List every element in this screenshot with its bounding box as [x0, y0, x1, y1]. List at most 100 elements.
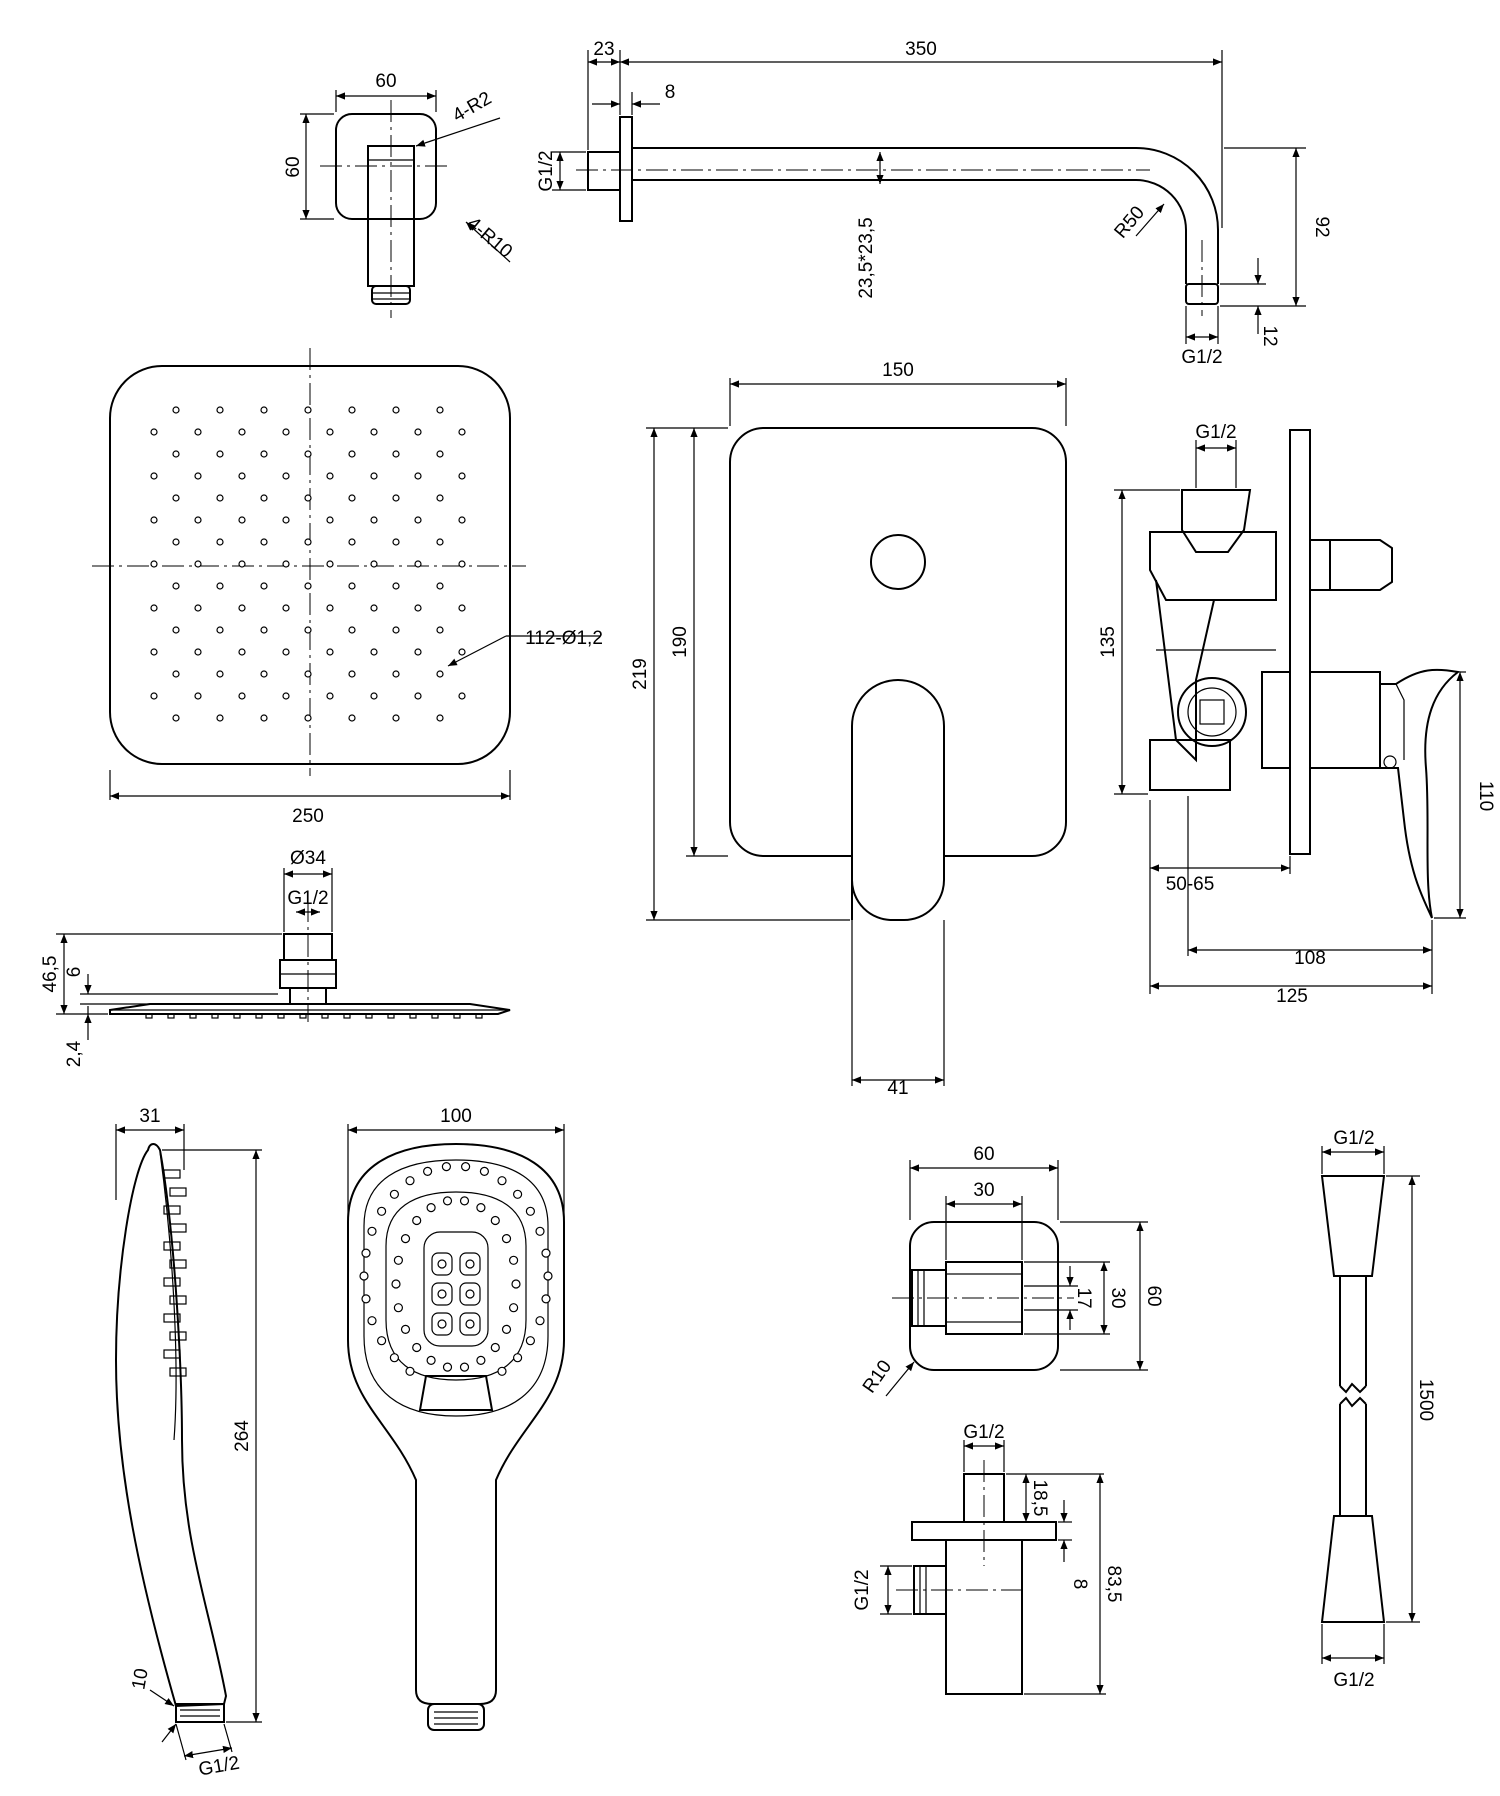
- hand-jet: [459, 1282, 481, 1306]
- dim-rain-head-nozzles: 112-Ø1,2: [525, 628, 603, 649]
- nozzle-dot: [458, 604, 466, 612]
- nozzle-dot: [304, 494, 312, 502]
- hand-jet: [431, 1282, 453, 1306]
- dim-hose-length: 1500: [1415, 1379, 1436, 1421]
- mixer-side-view: G1/2 135 110 50-65 108 125: [1098, 422, 1496, 1007]
- hand-nozzle-dot: [412, 1215, 422, 1226]
- hand-jet: [459, 1312, 481, 1336]
- hand-jet-dot: [437, 1259, 447, 1269]
- dim-arm-thread-left: G1/2: [536, 150, 557, 191]
- nozzle-dot: [326, 692, 334, 700]
- nozzle-dot: [392, 538, 400, 546]
- hand-side-nozzle: [169, 1331, 187, 1341]
- nozzle-dot: [370, 604, 378, 612]
- mixer-front-view: 150 190 219 41: [630, 360, 1067, 1099]
- nozzle-dot: [326, 604, 334, 612]
- side-nozzle: [277, 1013, 285, 1019]
- side-nozzle: [431, 1013, 439, 1019]
- rain-head-top-view: 250 112-Ø1,2: [92, 348, 603, 827]
- hand-nozzle-dot: [423, 1166, 433, 1177]
- nozzle-dot: [150, 648, 158, 656]
- side-nozzle: [387, 1013, 395, 1019]
- side-nozzle: [145, 1013, 153, 1019]
- nozzle-dot: [436, 450, 444, 458]
- nozzle-dot: [216, 450, 224, 458]
- nozzle-dot: [436, 494, 444, 502]
- hand-nozzle-dot: [525, 1336, 536, 1346]
- nozzle-dot: [172, 406, 180, 414]
- nozzle-dot: [260, 582, 268, 590]
- nozzle-dot: [414, 472, 422, 480]
- nozzle-dot: [282, 692, 290, 700]
- dim-outlet-side-flange: 8: [1069, 1579, 1090, 1590]
- hand-shower-side-view: 31 264 10 G1/2: [114, 1106, 262, 1781]
- hand-jet: [431, 1252, 453, 1276]
- side-nozzle: [409, 1013, 417, 1019]
- dim-arm-pipe: 23,5*23,5: [856, 217, 877, 298]
- dim-mixer-plate-height: 190: [670, 626, 691, 658]
- hand-nozzle-dot: [511, 1279, 521, 1289]
- nozzle-dot: [150, 472, 158, 480]
- nozzle-dot: [260, 538, 268, 546]
- nozzle-dot: [238, 472, 246, 480]
- nozzle-dot: [304, 406, 312, 414]
- nozzle-dot: [348, 538, 356, 546]
- hand-nozzle-dot: [389, 1189, 399, 1199]
- side-nozzle: [321, 1013, 329, 1019]
- nozzle-dot: [392, 582, 400, 590]
- nozzle-dot: [392, 714, 400, 722]
- nozzle-dot: [370, 472, 378, 480]
- nozzle-dot: [172, 714, 180, 722]
- nozzle-dot: [194, 428, 202, 436]
- hand-nozzle-dot: [400, 1233, 411, 1244]
- nozzle-dot: [414, 516, 422, 524]
- nozzle-dot: [304, 714, 312, 722]
- nozzle-dot: [348, 670, 356, 678]
- nozzle-dot: [370, 516, 378, 524]
- dim-arm-nozzle-len: 12: [1259, 325, 1280, 346]
- dim-hand-side-neck: 10: [128, 1667, 152, 1691]
- nozzle-dot: [370, 560, 378, 568]
- nozzle-dot: [392, 494, 400, 502]
- hand-nozzle-dot: [512, 1353, 523, 1363]
- nozzle-dot: [370, 648, 378, 656]
- hand-jet: [431, 1312, 453, 1336]
- nozzle-dot: [414, 692, 422, 700]
- nozzle-dot: [150, 604, 158, 612]
- hand-nozzle-dot: [459, 1362, 470, 1372]
- hand-shower-front-view: 100: [347, 1106, 565, 1731]
- nozzle-dot: [172, 494, 180, 502]
- hand-nozzle-dot: [476, 1202, 486, 1213]
- hand-side-nozzle: [163, 1349, 181, 1359]
- hand-jet: [459, 1252, 481, 1276]
- nozzle-dot: [216, 406, 224, 414]
- nozzle-dot: [392, 626, 400, 634]
- nozzle-dot: [282, 560, 290, 568]
- nozzle-dot: [282, 648, 290, 656]
- hand-side-nozzle: [163, 1313, 181, 1323]
- nozzle-dot: [326, 560, 334, 568]
- side-nozzle: [299, 1013, 307, 1019]
- nozzle-dot: [326, 648, 334, 656]
- dim-outlet-bottom-height: 60: [1143, 1285, 1164, 1306]
- dim-wall-outlet-top-width: 60: [375, 71, 396, 92]
- hand-nozzle-dot: [497, 1366, 507, 1376]
- hand-nozzle-dot: [541, 1294, 551, 1304]
- hand-nozzle-dot: [442, 1362, 453, 1372]
- nozzle-dot: [370, 428, 378, 436]
- nozzle-dot: [436, 670, 444, 678]
- nozzle-dot: [238, 692, 246, 700]
- nozzle-dot: [348, 494, 356, 502]
- hand-jet-dot: [465, 1289, 475, 1299]
- dim-hand-side-thickness: 31: [139, 1106, 160, 1127]
- dim-arm-offset: 23: [593, 39, 614, 60]
- nozzle-dot: [282, 516, 290, 524]
- dim-wall-outlet-top-r-small: 4-R2: [449, 88, 495, 127]
- nozzle-dot: [436, 406, 444, 414]
- dim-outlet-bottom-inner-width: 30: [973, 1180, 994, 1201]
- hand-nozzle-dot: [476, 1355, 486, 1366]
- dim-wall-outlet-top-height: 60: [283, 156, 304, 177]
- nozzle-dot: [238, 560, 246, 568]
- hand-nozzle-dot: [479, 1166, 489, 1177]
- nozzle-dot: [304, 450, 312, 458]
